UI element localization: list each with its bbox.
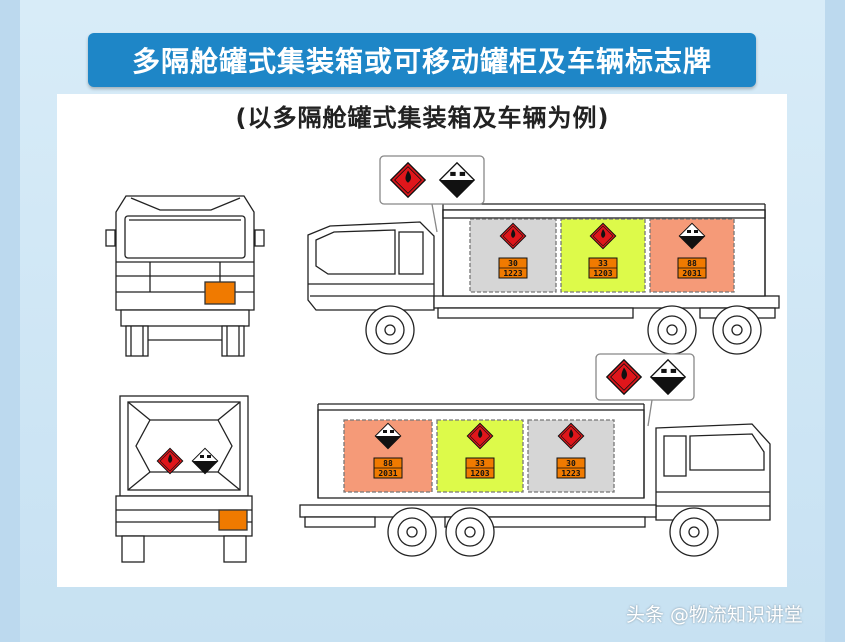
plate-un-number: 1203 [470,469,489,478]
truck-side-view-bottom [299,353,771,557]
bottom-orange-plates: 88 2031 33 1203 30 1223 [373,457,586,479]
plate-hazard-number: 30 [566,459,576,468]
title-banner: 多隔舱罐式集装箱或可移动罐柜及车辆标志牌 [88,33,756,87]
left-border [0,0,20,642]
plate-un-number: 2031 [378,469,397,478]
plate-un-number: 1223 [503,269,522,278]
truck-side-view-top [307,155,780,355]
plate-hazard-number: 88 [383,459,393,468]
plate-hazard-number: 33 [598,259,608,268]
plate-hazard-number: 88 [687,259,697,268]
truck-rear-view [115,395,253,563]
top-orange-plates: 30 1223 33 1203 88 2031 [498,257,707,279]
subtitle: (以多隔舱罐式集装箱及车辆为例) [235,104,610,132]
page-title: 多隔舱罐式集装箱或可移动罐柜及车辆标志牌 [131,45,712,78]
plate-un-number: 1203 [593,269,612,278]
plate-hazard-number: 33 [475,459,485,468]
truck-front-view [105,195,265,357]
watermark: 头条 @物流知识讲堂 [626,604,804,626]
plate-un-number: 1223 [561,469,580,478]
plate-hazard-number: 30 [508,259,518,268]
right-border [825,0,845,642]
plate-un-number: 2031 [682,269,701,278]
